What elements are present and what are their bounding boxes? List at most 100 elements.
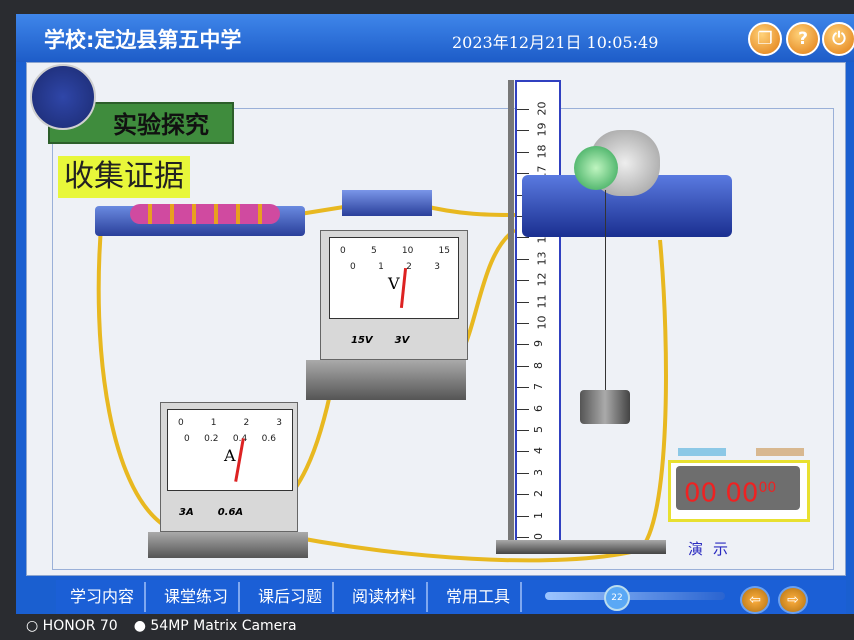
wire	[299, 204, 351, 216]
wire	[419, 203, 516, 217]
ruler-tick	[517, 323, 529, 324]
ruler: 01234567891011121314151617181920	[515, 80, 561, 544]
ruler-tick	[517, 258, 529, 260]
ammeter-base	[148, 532, 308, 558]
ruler-tick-label: 0	[532, 533, 545, 540]
ammeter: 0 1 2 3 0 0.2 0.4 0.6 A 3A 0.6A	[160, 402, 298, 532]
voltmeter-base	[306, 360, 466, 400]
ruler-tick	[517, 237, 529, 239]
timer-display: 00 0000	[676, 466, 800, 510]
section-title: 收集证据	[58, 156, 190, 198]
scale-label: 2	[243, 418, 250, 428]
scale-label: 0	[178, 418, 184, 428]
ruler-tick	[517, 301, 529, 303]
power-button[interactable]: ⏻	[822, 22, 854, 56]
ruler-tick	[517, 472, 529, 474]
ruler-tick-label: 12	[535, 272, 549, 287]
ruler-tick	[517, 494, 529, 496]
ruler-tick-label: 10	[535, 315, 549, 330]
ruler-tick-label: 9	[532, 340, 545, 348]
switch[interactable]	[342, 190, 432, 216]
ruler-tick-label: 6	[532, 404, 545, 412]
voltmeter: 0 5 10 15 0 1 2 3 V 15V 3V	[320, 230, 468, 360]
ruler-tick-label: 1	[532, 511, 545, 519]
ruler-tick-label: 2	[532, 490, 545, 498]
ruler-tick-label: 3	[532, 468, 545, 476]
scale-label: 10	[401, 246, 414, 256]
tab-tools[interactable]: 常用工具	[436, 582, 523, 612]
scale-label: 15	[438, 246, 450, 256]
ruler-tick	[517, 344, 529, 346]
scale-label: 0	[350, 262, 356, 272]
help-button[interactable]: ?	[786, 22, 820, 56]
restore-button[interactable]: ❐	[748, 22, 782, 56]
ruler-tick	[517, 109, 529, 110]
ruler-tick	[517, 451, 529, 453]
stand-pole	[508, 80, 514, 545]
ruler-tick-label: 13	[535, 251, 549, 266]
title-bar	[16, 14, 854, 62]
tab-homework[interactable]: 课后习题	[248, 582, 335, 612]
ruler-tick	[517, 387, 529, 389]
scale-label: 0	[184, 434, 190, 444]
rheostat-coil	[130, 204, 280, 224]
camera-watermark: ○ HONOR 70 ● 54MP Matrix Camera	[26, 618, 297, 634]
terminal-label: 15V	[351, 335, 373, 346]
ruler-tick-label: 19	[535, 122, 549, 137]
scale-label: 3	[434, 262, 440, 272]
scale-label: 5	[370, 246, 377, 256]
scale-label: 1	[378, 262, 384, 272]
terminal-label: 3A	[179, 507, 194, 518]
ruler-tick-label: 20	[535, 101, 549, 116]
timer-fraction: 00	[758, 480, 777, 496]
datetime: 2023年12月21日 10:05:49	[452, 33, 659, 52]
scale-label: 1	[210, 418, 217, 428]
school-title: 学校:定边县第五中学	[44, 28, 242, 52]
scale-label: 2	[406, 262, 412, 272]
ruler-tick	[517, 280, 529, 282]
ruler-tick	[517, 408, 529, 410]
tab-learning-content[interactable]: 学习内容	[60, 582, 147, 612]
demo-button[interactable]: 演示	[688, 540, 739, 558]
ruler-tick-label: 8	[532, 361, 545, 369]
scale-label: 3	[276, 418, 282, 428]
scale-label: 0	[340, 246, 346, 256]
timer-main: 00 00	[684, 478, 759, 509]
watermark-line1: HONOR 70	[42, 618, 118, 634]
ruler-tick	[517, 365, 529, 367]
ruler-tick	[517, 537, 529, 538]
watermark-line2: 54MP Matrix Camera	[150, 618, 297, 634]
stand-base	[496, 540, 666, 554]
telescope-logo-icon	[30, 64, 96, 130]
progress-slider[interactable]	[545, 592, 725, 600]
next-button[interactable]: ⇨	[778, 586, 808, 614]
string	[605, 190, 606, 390]
needle	[399, 267, 408, 309]
slider-knob[interactable]: 22	[604, 585, 630, 611]
ruler-tick	[517, 515, 529, 517]
ruler-tick	[517, 173, 529, 175]
tab-reading[interactable]: 阅读材料	[342, 582, 429, 612]
ruler-tick-label: 5	[532, 426, 545, 433]
scale-label: 0.4	[232, 434, 248, 444]
terminal-label: 0.6A	[217, 507, 244, 518]
ruler-tick-label: 18	[535, 144, 549, 159]
prev-button[interactable]: ⇦	[740, 586, 770, 614]
scale-label: 0.6	[261, 434, 276, 444]
ruler-tick	[517, 151, 529, 153]
wire	[96, 214, 173, 532]
ruler-tick-label: 4	[532, 447, 545, 455]
weight	[580, 390, 630, 424]
stage-frame	[52, 108, 834, 570]
tab-class-practice[interactable]: 课堂练习	[154, 582, 241, 612]
ruler-tick-label: 7	[532, 383, 545, 391]
scale-label: 0.2	[204, 434, 219, 444]
timer-start-bar[interactable]	[678, 448, 726, 456]
timer-reset-bar[interactable]	[756, 448, 804, 456]
ruler-tick	[517, 430, 529, 431]
motor-fan-icon	[574, 146, 618, 190]
ruler-tick	[517, 130, 529, 132]
terminal-label: 3V	[394, 335, 410, 346]
unit-label: A	[224, 446, 236, 465]
unit-label: V	[388, 274, 400, 293]
